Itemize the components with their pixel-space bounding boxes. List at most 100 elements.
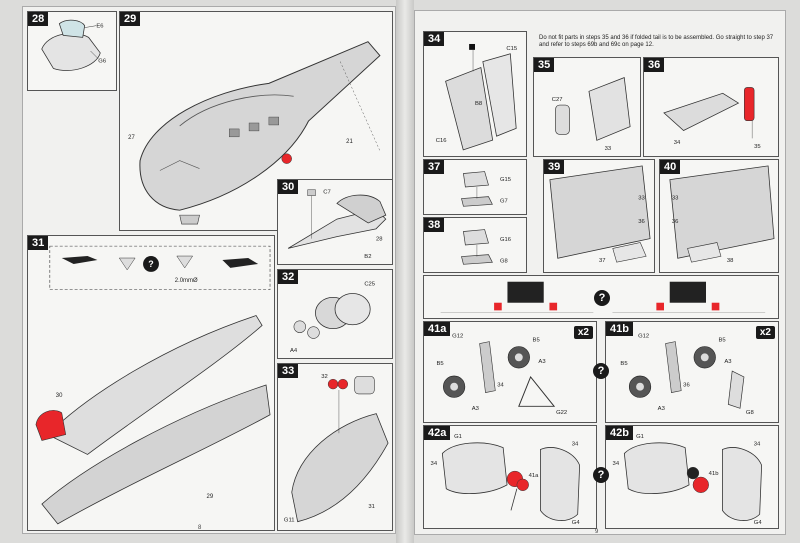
part-label: 35: [754, 144, 761, 150]
part-label: 36: [672, 219, 679, 225]
part-label: 33: [605, 146, 612, 152]
step-number: 39: [544, 160, 565, 174]
step-28-panel: 28 E6 G6: [27, 11, 117, 91]
step-number: 40: [660, 160, 681, 174]
step-number: 29: [120, 12, 141, 26]
step-35-panel: 35 C27 33: [533, 57, 641, 157]
page-number: 8: [198, 525, 202, 531]
part-label: B8: [475, 101, 483, 107]
drill-size: 2.0mmØ: [175, 278, 198, 284]
step-32-diagram: C25 A4: [290, 282, 376, 354]
page-gutter: [396, 0, 414, 543]
step-42a-diagram: G1 34 34 G4 41a: [431, 434, 581, 526]
step-number: 37: [424, 160, 445, 174]
step-36-diagram: 34 35: [663, 87, 761, 150]
step-number: 32: [278, 270, 299, 284]
part-label: 37: [599, 258, 606, 264]
step-39-diagram: 33 36 37: [549, 165, 651, 264]
part-label: G1: [636, 434, 644, 440]
part-label: 34: [754, 442, 761, 448]
step-36-panel: 36 34 35: [643, 57, 779, 157]
step-41b-panel: 41b x2 G12 B5 A3 B5 36 A3 G8: [605, 321, 779, 423]
part-label: G12: [638, 334, 649, 340]
part-label: 33: [638, 195, 645, 201]
part-label: C25: [364, 282, 375, 288]
part-label: B5: [436, 361, 444, 367]
step-number: 38: [424, 218, 445, 232]
part-label: A4: [290, 348, 298, 354]
part-label: B5: [533, 338, 541, 344]
part-label: A3: [724, 359, 732, 365]
question-icon: ?: [593, 363, 609, 379]
part-label: C15: [506, 46, 518, 52]
multiplier-badge: x2: [573, 326, 593, 339]
step-39-panel: 39 33 36 37: [543, 159, 655, 273]
part-label: 38: [727, 258, 734, 264]
step-40-diagram: 33 36 38: [669, 165, 775, 264]
part-label: G4: [572, 520, 581, 526]
right-page: 34 C15 B8 C16 Do not fit parts in steps …: [414, 10, 786, 535]
part-label: 34: [431, 461, 438, 467]
part-label: A3: [538, 359, 546, 365]
part-label: 36: [683, 383, 690, 389]
part-label: G8: [746, 410, 755, 416]
step-number: 28: [28, 12, 49, 26]
part-label: G12: [452, 334, 463, 340]
step-28-diagram: E6 G6: [41, 19, 106, 71]
step-41a-panel: 41a x2 G12 B5 A3 B5 34 A3 G22: [423, 321, 597, 423]
part-label: 33: [672, 195, 679, 201]
part-label: 36: [638, 219, 645, 225]
part-label: 34: [674, 140, 681, 146]
step-33-panel: 33 32 31 G11: [277, 363, 393, 531]
gear-preview-strip: ?: [423, 275, 779, 319]
part-label: 34: [613, 461, 620, 467]
step-41b-diagram: G12 B5 A3 B5 36 A3 G8: [620, 334, 755, 416]
multiplier-badge: x2: [755, 326, 775, 339]
part-label: 28: [376, 237, 383, 243]
part-label: B5: [718, 338, 726, 344]
part-label: G8: [500, 258, 508, 264]
step-30-panel: 30 C7 28 B2: [277, 179, 393, 265]
step-38-diagram: G16 G8: [461, 229, 511, 265]
left-page: 28 E6 G6 29 27 21 30: [22, 6, 396, 534]
step-number: 42b: [606, 426, 633, 440]
part-label: G22: [556, 410, 567, 416]
step-40-panel: 40 33 36 38: [659, 159, 779, 273]
part-label: G6: [98, 59, 106, 65]
part-label: 27: [128, 135, 135, 141]
step-29-diagram: 27 21: [128, 41, 381, 225]
step-number: 31: [28, 236, 49, 250]
part-label: B5: [620, 361, 628, 367]
part-label: C16: [436, 138, 448, 144]
step-number: 35: [534, 58, 555, 72]
part-label: G11: [284, 518, 295, 524]
page-number: 9: [595, 529, 599, 535]
gear-preview-diagram: [440, 281, 766, 313]
step-34-diagram: C15 B8 C16: [436, 43, 518, 151]
step-34-panel: 34 C15 B8 C16: [423, 31, 527, 157]
part-label: G7: [500, 198, 508, 204]
part-label: A3: [472, 406, 480, 412]
part-label: G15: [500, 177, 511, 183]
step-41a-diagram: G12 B5 A3 B5 34 A3 G22: [436, 334, 567, 416]
part-label: B2: [364, 254, 371, 260]
step-35-diagram: C27 33: [552, 77, 631, 152]
part-label: 34: [572, 442, 579, 448]
step-33-diagram: 32 31 G11: [284, 374, 389, 524]
step-38-panel: 38 G16 G8: [423, 217, 527, 273]
step-32-panel: 32 C25 A4: [277, 269, 393, 359]
part-label: 31: [368, 504, 375, 510]
part-label: 21: [346, 139, 353, 145]
step-number: 33: [278, 364, 299, 378]
part-label: 30: [56, 393, 63, 399]
step-29-panel: 29 27 21: [119, 11, 393, 231]
part-label: 34: [497, 383, 504, 389]
step-number: 41b: [606, 322, 633, 336]
step-number: 36: [644, 58, 665, 72]
part-label: E6: [96, 24, 103, 30]
step-42b-panel: 42b G1 34 34 G4 41b: [605, 425, 779, 529]
part-label: 41a: [529, 473, 540, 479]
step-31-panel: 31 ? 2.0mmØ 30 29: [27, 235, 275, 531]
step-31-diagram: ? 2.0mmØ 30 29: [35, 245, 271, 525]
part-label: G4: [754, 520, 763, 526]
